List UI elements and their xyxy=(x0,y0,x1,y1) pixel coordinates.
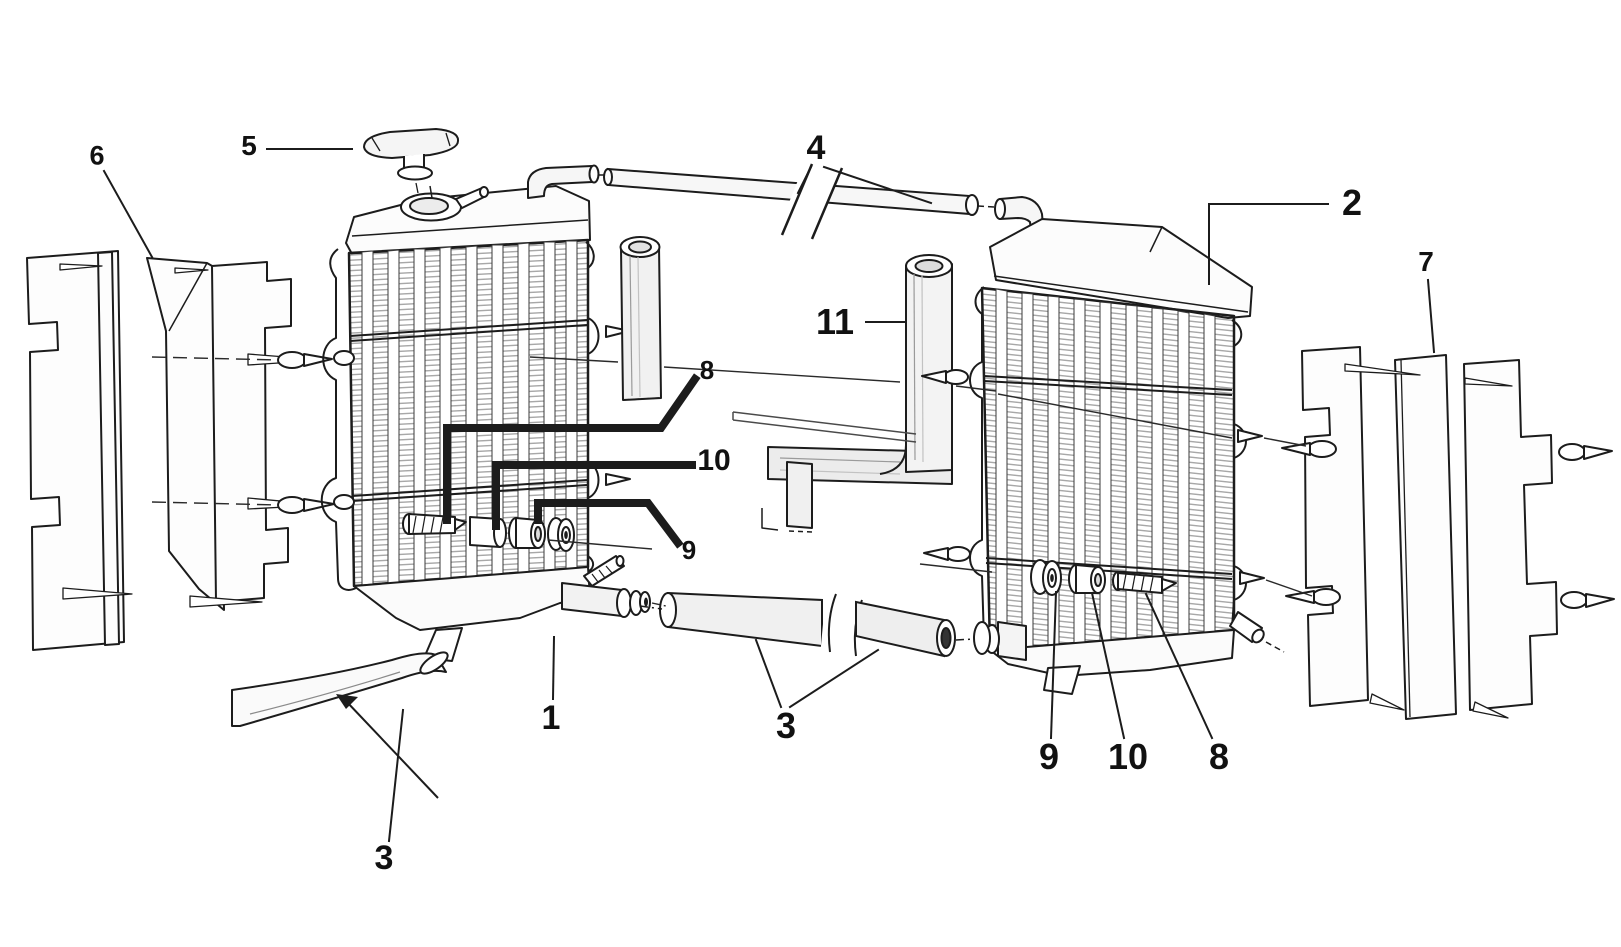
guard-spike xyxy=(59,263,103,271)
leader-line-9-right xyxy=(1049,590,1058,740)
callout-6: 6 xyxy=(89,140,105,171)
callout-10-left: 10 xyxy=(697,444,731,477)
hose-pointer-line xyxy=(345,700,439,799)
fitting-spacer xyxy=(508,517,546,549)
guard-right-plate xyxy=(1463,359,1558,711)
callout-8-left: 8 xyxy=(699,355,715,385)
core-rails xyxy=(983,375,1233,580)
drain-nipple xyxy=(1229,611,1285,653)
leader-line-10-right xyxy=(1090,591,1126,740)
radiator-cap xyxy=(363,128,460,194)
leader-line-3-straight-2 xyxy=(788,648,880,709)
outlet-pipe-end xyxy=(588,164,600,184)
elbow-tube xyxy=(767,254,953,485)
right-bracket-lugs xyxy=(605,325,631,486)
callout-3-curved: 3 xyxy=(374,839,394,877)
right-bracket xyxy=(585,241,600,573)
part-2-right-radiator xyxy=(921,196,1285,695)
right-bracket xyxy=(1231,319,1247,629)
leader-line-10-left xyxy=(492,461,696,530)
leader-line-8-right xyxy=(1144,592,1214,740)
part-7-right-guard-panel xyxy=(1281,346,1615,720)
fitting-grommet xyxy=(1030,559,1062,596)
callout-4: 4 xyxy=(806,129,826,167)
callout-9-right: 9 xyxy=(1038,736,1060,777)
hose-pointer-arrow xyxy=(336,694,358,709)
callout-10-right: 10 xyxy=(1107,736,1149,777)
callout-9-left: 9 xyxy=(681,535,697,565)
filler-neck xyxy=(400,185,489,222)
part-3-lower-hose xyxy=(639,591,975,660)
inlet-spout xyxy=(973,621,1027,661)
guard-spike xyxy=(1464,377,1513,387)
guard-spike xyxy=(174,267,209,274)
mounting-stud xyxy=(277,351,335,514)
leader-line-3-curved xyxy=(387,708,405,843)
left-bracket xyxy=(320,248,357,591)
callout-2: 2 xyxy=(1341,182,1363,223)
callout-5: 5 xyxy=(241,130,257,161)
leader-line-8-left xyxy=(443,373,701,524)
guard-right-plate xyxy=(211,261,292,603)
guard-spike xyxy=(1472,701,1509,719)
guard-spike xyxy=(62,587,133,600)
leader-line-7 xyxy=(1426,278,1436,354)
callout-1: 1 xyxy=(541,699,561,737)
callout-7: 7 xyxy=(1418,246,1434,277)
mounting-stud xyxy=(921,369,971,562)
standpipe xyxy=(619,236,662,401)
mounting-stud xyxy=(1237,429,1265,585)
leader-line-9-left xyxy=(534,499,684,549)
leader-line-6 xyxy=(102,169,154,259)
guard-louver-bar xyxy=(97,251,120,646)
part-6-left-guard-panel xyxy=(26,250,335,651)
overflow-nipple xyxy=(583,555,625,587)
leader-line-3-straight-1 xyxy=(754,638,783,709)
callout-3-straight: 3 xyxy=(775,705,797,746)
drop-stub xyxy=(761,461,813,533)
callout-11: 11 xyxy=(815,301,855,342)
fitting-spacer xyxy=(1068,564,1106,594)
guard-spike xyxy=(1369,693,1405,711)
guard-spike xyxy=(1344,363,1421,376)
guard-front-plate-crease xyxy=(168,262,208,332)
foot-bracket xyxy=(423,627,463,662)
part-1-left-radiator xyxy=(320,128,651,662)
hose-break-slash xyxy=(827,593,837,653)
mounting-stud xyxy=(333,350,355,510)
guard-middle-plate xyxy=(1394,354,1457,720)
hose-break-slash xyxy=(810,167,844,240)
guard-middle-plate-crease xyxy=(1400,359,1411,718)
core-rails xyxy=(349,319,588,502)
part-11-center-tube xyxy=(619,236,953,533)
fitting-grommet xyxy=(547,517,575,552)
leader-line-4-1 xyxy=(796,165,813,195)
leader-line-1 xyxy=(551,635,556,701)
mounting-stud xyxy=(1558,443,1615,609)
alignment-lines xyxy=(151,356,1313,607)
fitting-bolt xyxy=(1112,571,1177,594)
part-4-upper-hose xyxy=(603,163,995,240)
leader-line-4-2 xyxy=(822,165,933,205)
hose-break-gap xyxy=(775,163,842,240)
callout-8-right: 8 xyxy=(1208,736,1230,777)
radiator-top-tank xyxy=(989,218,1253,319)
leader-line-2 xyxy=(1208,203,1329,285)
guard-left-plate xyxy=(1301,346,1369,707)
guard-spike xyxy=(189,595,263,608)
inner-pipe xyxy=(732,411,917,443)
drain-spout xyxy=(561,582,651,618)
part-3-curved-hose xyxy=(231,651,449,799)
